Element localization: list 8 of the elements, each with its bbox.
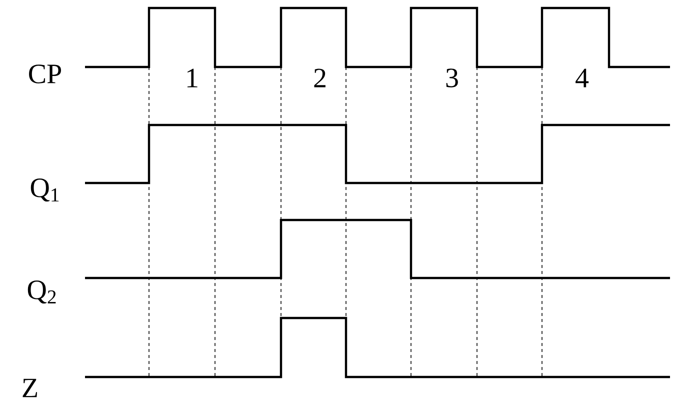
pulse-number: 4 [576,68,589,88]
signal-name: Z [22,378,38,398]
pulse-number: 3 [446,68,458,88]
signal-name: Q$_{1}$ [30,178,59,202]
pulse-number: 2 [314,68,326,88]
signal-name: CP [29,64,61,84]
signal-name: Q$_{2}$ [28,280,56,304]
pulse-number: 1 [187,68,198,88]
